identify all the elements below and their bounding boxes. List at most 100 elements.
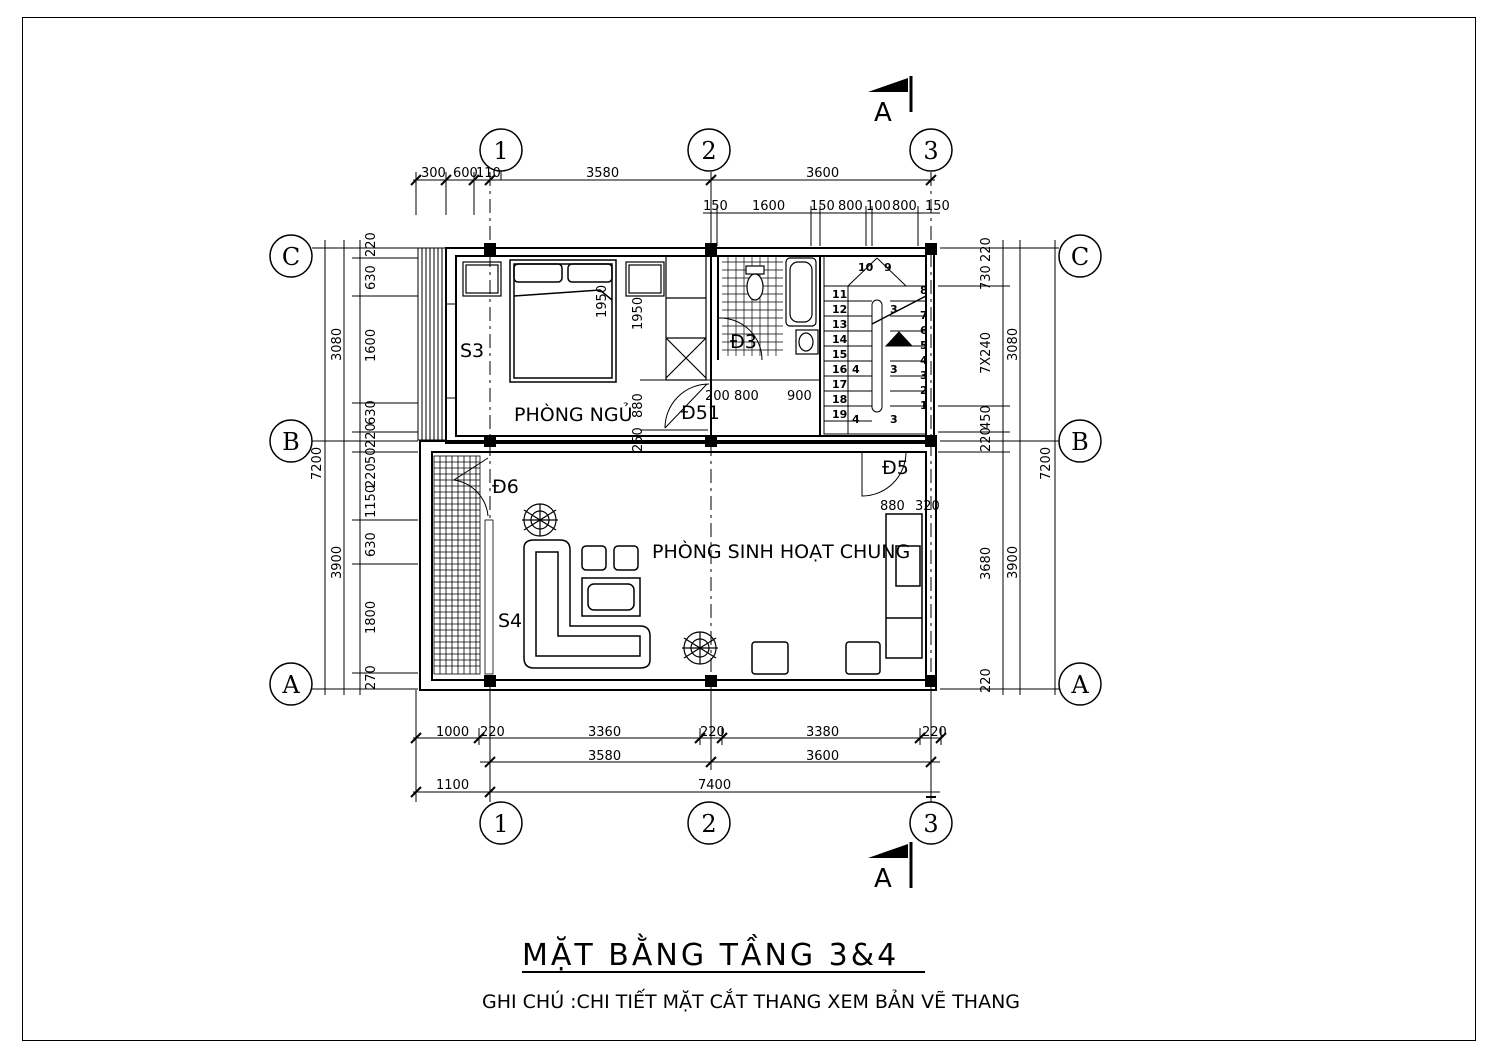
dim-int-800: 800	[734, 389, 759, 404]
step-1: 1	[920, 399, 928, 412]
door-label-d5-stair: Đ5	[882, 457, 909, 479]
section-mark-bottom: A	[868, 842, 913, 894]
dim-top2-100: 100	[866, 199, 891, 214]
nightstands	[462, 261, 665, 297]
step-6: 6	[920, 324, 928, 337]
bed	[509, 259, 617, 383]
stair-step-numbers: 1 2 3 4 5 6 7 8 9 10 11 12 13 14 15 16 1…	[832, 261, 928, 426]
dimension-ticks	[410, 174, 947, 798]
drawing-title: MẶT BẰNG TẦNG 3&4	[522, 933, 899, 973]
axis-b-left: B	[282, 428, 300, 456]
stair-mark-4: 4	[852, 413, 860, 426]
potted-plants	[522, 503, 718, 665]
axis-a-left: A	[281, 671, 300, 699]
step-7: 7	[920, 309, 928, 322]
dim-left-1800: 1800	[364, 601, 379, 634]
dim-left-50: 50	[364, 447, 379, 464]
dim-left-1600: 1600	[364, 329, 379, 362]
door-label-d5-bedroom: Đ51	[681, 402, 720, 424]
armchairs	[581, 545, 881, 675]
dim-int-900: 900	[787, 389, 812, 404]
dim-left-1150: 1150	[364, 485, 379, 518]
dim-right-3080: 3080	[1006, 328, 1021, 361]
dimension-text-bottom: 1000 220 3360 220 3380 220 3580 3600 110…	[436, 725, 947, 793]
dim-bot-220c: 220	[922, 725, 947, 740]
dim-left-220b: 220	[364, 423, 379, 448]
columns	[484, 243, 937, 687]
window-label-s3: S3	[460, 340, 484, 362]
door-label-d6: Đ6	[492, 476, 519, 498]
step-11: 11	[832, 288, 847, 301]
dim-right-730: 730	[979, 265, 994, 290]
step-18: 18	[832, 393, 847, 406]
dim-left-630a: 630	[364, 265, 379, 290]
bathtub	[785, 257, 817, 327]
dim-left-7200: 7200	[310, 447, 325, 480]
step-10: 10	[858, 261, 874, 274]
step-3: 3	[920, 369, 928, 382]
door-label-d3: Đ3	[730, 331, 757, 353]
dim-right-7200: 7200	[1039, 447, 1054, 480]
stair-mark-3: 3	[890, 303, 898, 316]
axis-a-right: A	[1070, 671, 1089, 699]
stair-mark-2: 3	[890, 363, 898, 376]
section-mark-top: A	[868, 76, 913, 128]
dim-bot-1000: 1000	[436, 725, 469, 740]
step-19: 19	[832, 408, 847, 421]
drawing-note: GHI CHÚ :CHI TIẾT MẶT CẮT THANG XEM BẢN …	[482, 987, 1020, 1013]
drawing-frame	[22, 17, 1476, 1041]
step-16: 16	[832, 363, 848, 376]
axis-leader-lines	[312, 171, 1059, 802]
doors	[452, 317, 907, 517]
dim-int-1950a: 1950	[595, 285, 610, 318]
dim-left-220a: 220	[364, 232, 379, 257]
dim-int-880: 880	[631, 393, 646, 418]
axis-1-top: 1	[493, 137, 508, 165]
tile-area	[433, 455, 494, 675]
axis-c-right: C	[1071, 243, 1089, 271]
step-4: 4	[920, 354, 928, 367]
step-8: 8	[920, 284, 928, 297]
dim-bot-220a: 220	[480, 725, 505, 740]
step-13: 13	[832, 318, 847, 331]
dim-bot-3380: 3380	[806, 725, 839, 740]
dim-left-3900: 3900	[330, 546, 345, 579]
dim-left-630c: 630	[364, 532, 379, 557]
balcony-railing	[417, 247, 457, 441]
dim-right-220a: 220	[979, 237, 994, 262]
section-label-top: A	[874, 98, 892, 128]
dim-right-220b: 220	[979, 427, 994, 452]
dim-right-3900: 3900	[1006, 546, 1021, 579]
dim-right-220c: 220	[979, 668, 994, 693]
dim-bot2-3580: 3580	[588, 749, 621, 764]
dim-top-3580: 3580	[586, 166, 619, 181]
wardrobe	[665, 255, 707, 381]
axis-2-bottom: 2	[701, 810, 716, 838]
staircase	[823, 255, 927, 435]
axis-3-top: 3	[923, 137, 938, 165]
dimension-text-left: 220 630 1600 630 220 50 220 1150 630 180…	[310, 232, 379, 690]
dim-top2-800b: 800	[892, 199, 917, 214]
dim-top-110: 110	[476, 166, 501, 181]
dim-int-200: 200	[705, 389, 730, 404]
sofa	[523, 539, 651, 669]
step-2: 2	[920, 384, 928, 397]
dim-bot3-7400: 7400	[698, 778, 731, 793]
room-label-living: PHÒNG SINH HOẠT CHUNG	[652, 539, 910, 563]
dim-bot-220b: 220	[700, 725, 725, 740]
tv-cabinet	[885, 513, 923, 659]
dim-bot-3360: 3360	[588, 725, 621, 740]
axis-bubbles	[269, 128, 1102, 845]
dim-int-880b: 880	[880, 499, 905, 514]
dim-right-450: 450	[979, 405, 994, 430]
stair-mark-1: 4	[852, 363, 860, 376]
room-label-bedroom: PHÒNG NGỦ	[514, 401, 633, 426]
stair-mark-5: 3	[890, 413, 898, 426]
dim-int-250: 250	[631, 427, 646, 452]
axis-c-left: C	[282, 243, 300, 271]
dim-int-320: 320	[915, 499, 940, 514]
dim-top2-1600: 1600	[752, 199, 785, 214]
dim-left-3080: 3080	[330, 328, 345, 361]
dim-top2-150c: 150	[925, 199, 950, 214]
dim-left-220c: 220	[364, 463, 379, 488]
